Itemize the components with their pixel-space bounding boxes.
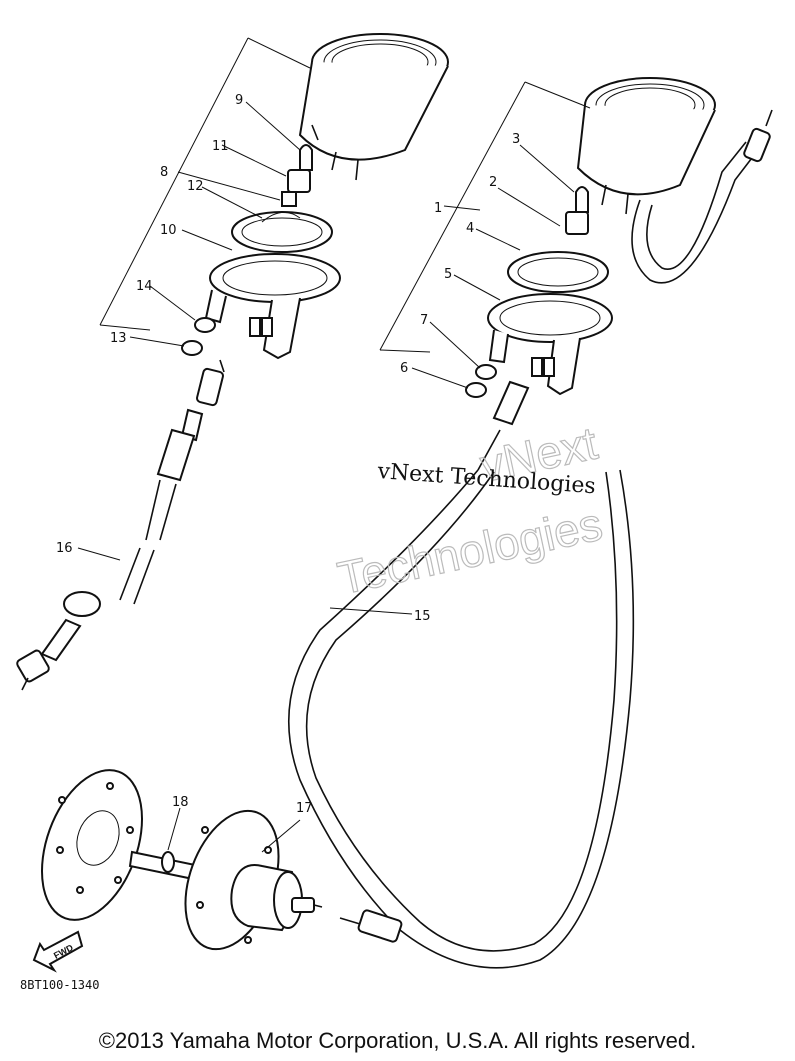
left-cable: [16, 359, 225, 691]
watermark: vNext Technologies vNext Technologies: [333, 416, 608, 605]
callout-12: 12: [187, 179, 204, 194]
right-hose: [631, 109, 773, 284]
figure-code: 8BT100-1340: [20, 978, 99, 992]
callout-4: 4: [466, 221, 474, 236]
callout-10: 10: [160, 223, 177, 238]
callout-7: 7: [420, 313, 428, 328]
drive-shaft: [128, 850, 202, 882]
left-bracket: [204, 253, 341, 360]
right-gasket: [507, 251, 609, 293]
right-bulb: [565, 186, 589, 235]
callout-2: 2: [489, 175, 497, 190]
callout-13: 13: [110, 331, 127, 346]
callout-1: 1: [434, 201, 442, 216]
callout-3: 3: [512, 132, 520, 147]
fwd-arrow: FWD: [32, 930, 84, 973]
callout-labels: 1 2 3 4 5 6 7 8 9 10 11 12 13 14 15 16 1…: [56, 93, 520, 816]
callout-18: 18: [172, 795, 189, 810]
right-bracket: [487, 293, 613, 396]
callout-15: 15: [414, 609, 431, 624]
left-meter-body: [298, 33, 449, 181]
hub-plate: [41, 769, 143, 921]
callout-6: 6: [400, 361, 408, 376]
left-gasket: [231, 211, 333, 253]
callout-9: 9: [235, 93, 243, 108]
left-grommets: [181, 317, 216, 356]
callout-14: 14: [136, 279, 153, 294]
callout-5: 5: [444, 267, 452, 282]
left-bulb: [281, 144, 313, 207]
right-grommets: [465, 364, 497, 398]
right-cable: [287, 380, 635, 969]
copyright-notice: ©2013 Yamaha Motor Corporation, U.S.A. A…: [98, 1028, 697, 1053]
right-meter-assembly: [287, 77, 773, 969]
gear-housing: [184, 809, 323, 951]
gear-unit-assembly: [41, 769, 323, 951]
parts-diagram: 1 2 3 4 5 6 7 8 9 10 11 12 13 14 15 16 1…: [16, 33, 773, 992]
left-meter-assembly: [16, 33, 449, 691]
callout-11: 11: [212, 139, 229, 154]
right-meter-body: [576, 77, 716, 215]
callout-17: 17: [296, 801, 313, 816]
leader-lines: [77, 37, 591, 853]
watermark-outline-line2: Technologies: [333, 498, 606, 605]
callout-16: 16: [56, 541, 73, 556]
callout-8: 8: [160, 165, 168, 180]
